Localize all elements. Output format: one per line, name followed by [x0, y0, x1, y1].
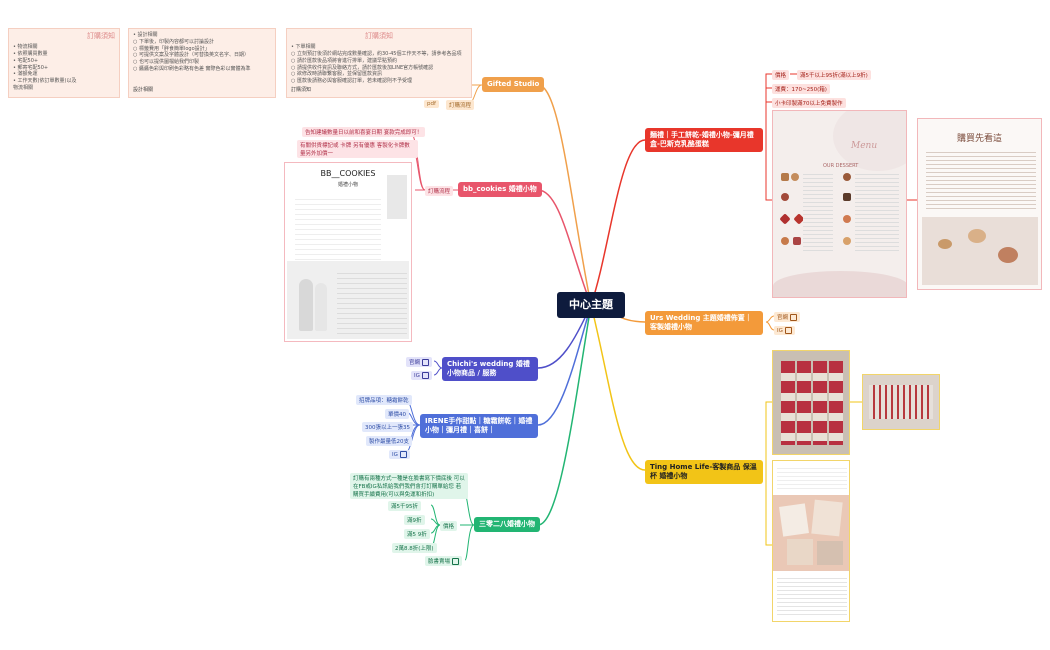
- card-line: • 郵寄宅配50+: [13, 64, 49, 71]
- branch-irene[interactable]: IRENE手作甜點｜糖霜餅乾｜婚禮小物｜彌月禮｜喜餅｜: [420, 414, 538, 438]
- mianxiang-card-printing[interactable]: 小卡印製滿70以上免費製作: [772, 98, 846, 108]
- card-line: ○ 醬醬色彩與印刷色彩略有色差 實際色彩以實體為準: [133, 65, 251, 72]
- external-link-icon: [790, 313, 798, 321]
- buy-guide-title: 購買先看這: [956, 134, 1002, 144]
- card-title: 訂購須知: [87, 32, 115, 40]
- external-link-icon: [452, 557, 460, 565]
- mianxiang-price-node[interactable]: 價格: [772, 70, 790, 80]
- gifted-pdf-node[interactable]: pdf: [424, 100, 439, 108]
- ting-instagram-screenshot[interactable]: [772, 460, 850, 622]
- card-line: • 下單相關: [291, 44, 316, 51]
- sanlin-discount-1[interactable]: 滿5千95折: [388, 501, 421, 511]
- leaf-label: IG: [777, 327, 783, 334]
- menu-subtitle: OUR DESSERT: [823, 163, 859, 169]
- card-line: • 依照購買數量: [13, 51, 48, 58]
- gifted-notice-card-1[interactable]: 訂購須知 • 物流相關 • 依照購買數量 • 宅配50+ • 郵寄宅配50+ •…: [8, 28, 120, 98]
- leaf-label: IG: [414, 372, 420, 379]
- bb-card-title: BB__COOKIES: [320, 169, 376, 178]
- card-line: ○ 也可以提供圖檔給我們印製: [133, 59, 199, 65]
- urs-website-link[interactable]: 官網: [774, 312, 801, 322]
- card-line: ○ 下單後，印製內容都可以討論設計: [133, 38, 214, 45]
- branch-gifted-studio[interactable]: Gifted Studio: [482, 77, 545, 92]
- irene-ig-link[interactable]: IG: [389, 450, 410, 459]
- bb-cookies-menu-image[interactable]: BB__COOKIES 婚禮小物: [284, 162, 412, 342]
- gifted-notice-card-2[interactable]: • 設計相關 ○ 下單後，印製內容都可以討論設計 ○ 標籤費用「胖食簡單logo…: [128, 28, 276, 98]
- branch-ting-home-life[interactable]: Ting Home Life-客製商品 保溫杯 婚禮小物: [645, 460, 763, 484]
- branch-bb-cookies[interactable]: bb_cookies 婚禮小物: [458, 182, 542, 197]
- ting-gift-box-photo[interactable]: [772, 350, 850, 455]
- bb-process-node[interactable]: 訂購流程: [425, 186, 454, 196]
- card-line: ○ 請於匯款後品項將會進行排單，建議早點預約: [291, 57, 397, 64]
- sanlin-price-node[interactable]: 價格: [440, 521, 458, 531]
- mianxiang-discount[interactable]: 滿5千以上95折(滿以上9折): [797, 70, 871, 80]
- central-topic[interactable]: 中心主題: [557, 292, 625, 318]
- irene-minimum[interactable]: 製作最量低20支: [366, 436, 412, 446]
- card-line: • 工作天數(依訂單數量)以及: [13, 78, 77, 85]
- gifted-notice-card-3[interactable]: 訂購須知 • 下單相關 ○ 立刻預訂後須於網站完成數量確認，約30-45個工作天…: [286, 28, 472, 98]
- card-footer: 設計相關: [133, 87, 154, 94]
- urs-ig-link[interactable]: IG: [774, 326, 795, 335]
- irene-bulk-price[interactable]: 300張以上一張35: [362, 422, 413, 432]
- wedding-photo: [287, 261, 409, 339]
- card-line: • 宅配50+: [13, 57, 39, 64]
- irene-signature-item[interactable]: 招牌品項：糖霜餅乾: [356, 395, 412, 405]
- card-line: • 物流相關: [13, 44, 38, 51]
- external-link-icon: [784, 327, 792, 334]
- card-title: 訂購須知: [365, 32, 393, 40]
- card-line: ○ 欲修改時請聯繫客服，並保留匯款資訊: [291, 71, 382, 78]
- leaf-label: IG: [392, 451, 398, 458]
- card-line: ○ 標籤費用「胖食簡單logo設計」: [133, 45, 210, 52]
- bb-card-subtitle: 婚禮小物: [337, 182, 358, 188]
- chichi-website-link[interactable]: 官網: [406, 357, 433, 367]
- leaf-label: 官網: [777, 315, 789, 321]
- bb-note-card[interactable]: 有關供貨標記或 卡牌 另有優惠 客製化卡牌數量另外加價一: [297, 140, 418, 158]
- leaf-label: 官網: [409, 360, 421, 366]
- branch-chichi-wedding[interactable]: Chichi's wedding 婚禮小物商品 / 服務: [442, 357, 538, 381]
- sanlin-order-note[interactable]: 訂購有兩種方式一種是在臉書寫下價底後 可以在FB或IG私訊給我們我們會打訂購單給…: [350, 473, 468, 499]
- sanlin-facebook-link[interactable]: 臉書賣場: [425, 556, 463, 566]
- mianxiang-shipping[interactable]: 運費：170~250(箱): [772, 84, 830, 94]
- card-line: ○ 匯款後請務必與客服確認訂單，若未確認則不予受理: [291, 78, 412, 85]
- external-link-icon: [399, 451, 407, 458]
- sanlin-discount-2[interactable]: 滿9折: [404, 515, 425, 525]
- bb-note-quantity[interactable]: 告知建議數量日以前和喜宴日期 宴款完成即可！: [302, 127, 426, 137]
- card-footer: 訂購須知: [291, 87, 312, 94]
- sanlin-discount-3[interactable]: 滿5 9折: [404, 529, 430, 539]
- external-link-icon: [422, 358, 430, 366]
- external-link-icon: [421, 372, 429, 379]
- ting-bottles-photo[interactable]: [862, 374, 940, 430]
- chichi-ig-link[interactable]: IG: [411, 371, 432, 380]
- card-line: • 滿額免運: [13, 71, 38, 78]
- branch-mianxiang[interactable]: 麵禮｜手工餅乾-婚禮小物-彌月禮盒-巴斯克乳酪蛋糕: [645, 128, 763, 152]
- menu-title: Menu: [851, 141, 878, 151]
- card-line: • 設計相關: [133, 32, 158, 38]
- card-line: ○ 請提供收件資訊及聯絡方式，請於匯款後加LINE官方帳號確認: [291, 64, 434, 71]
- card-line: ○ 可提供文案及字體設計（可替換英文名字、日期）: [133, 52, 249, 59]
- mianxiang-buy-guide-image[interactable]: 購買先看這: [917, 118, 1042, 290]
- card-line: ○ 立刻預訂後須於網站完成數量確認，約30-45個工作天不等，請參考各品項: [291, 51, 462, 58]
- mianxiang-menu-image[interactable]: Menu OUR DESSERT: [772, 110, 907, 298]
- sanlin-discount-4[interactable]: 2萬8.8折(上限): [392, 543, 437, 553]
- gifted-process-node[interactable]: 訂購流程: [446, 100, 475, 110]
- irene-unit-price[interactable]: 單價40: [385, 409, 409, 419]
- photo-placeholder: [387, 175, 407, 219]
- leaf-label: 臉書賣場: [428, 559, 451, 565]
- branch-urs-wedding[interactable]: Urs Wedding 主題婚禮佈置｜客製婚禮小物: [645, 311, 763, 335]
- card-line: 物流相關: [13, 84, 34, 91]
- branch-sanlin[interactable]: 三零二八婚禮小物: [474, 517, 540, 532]
